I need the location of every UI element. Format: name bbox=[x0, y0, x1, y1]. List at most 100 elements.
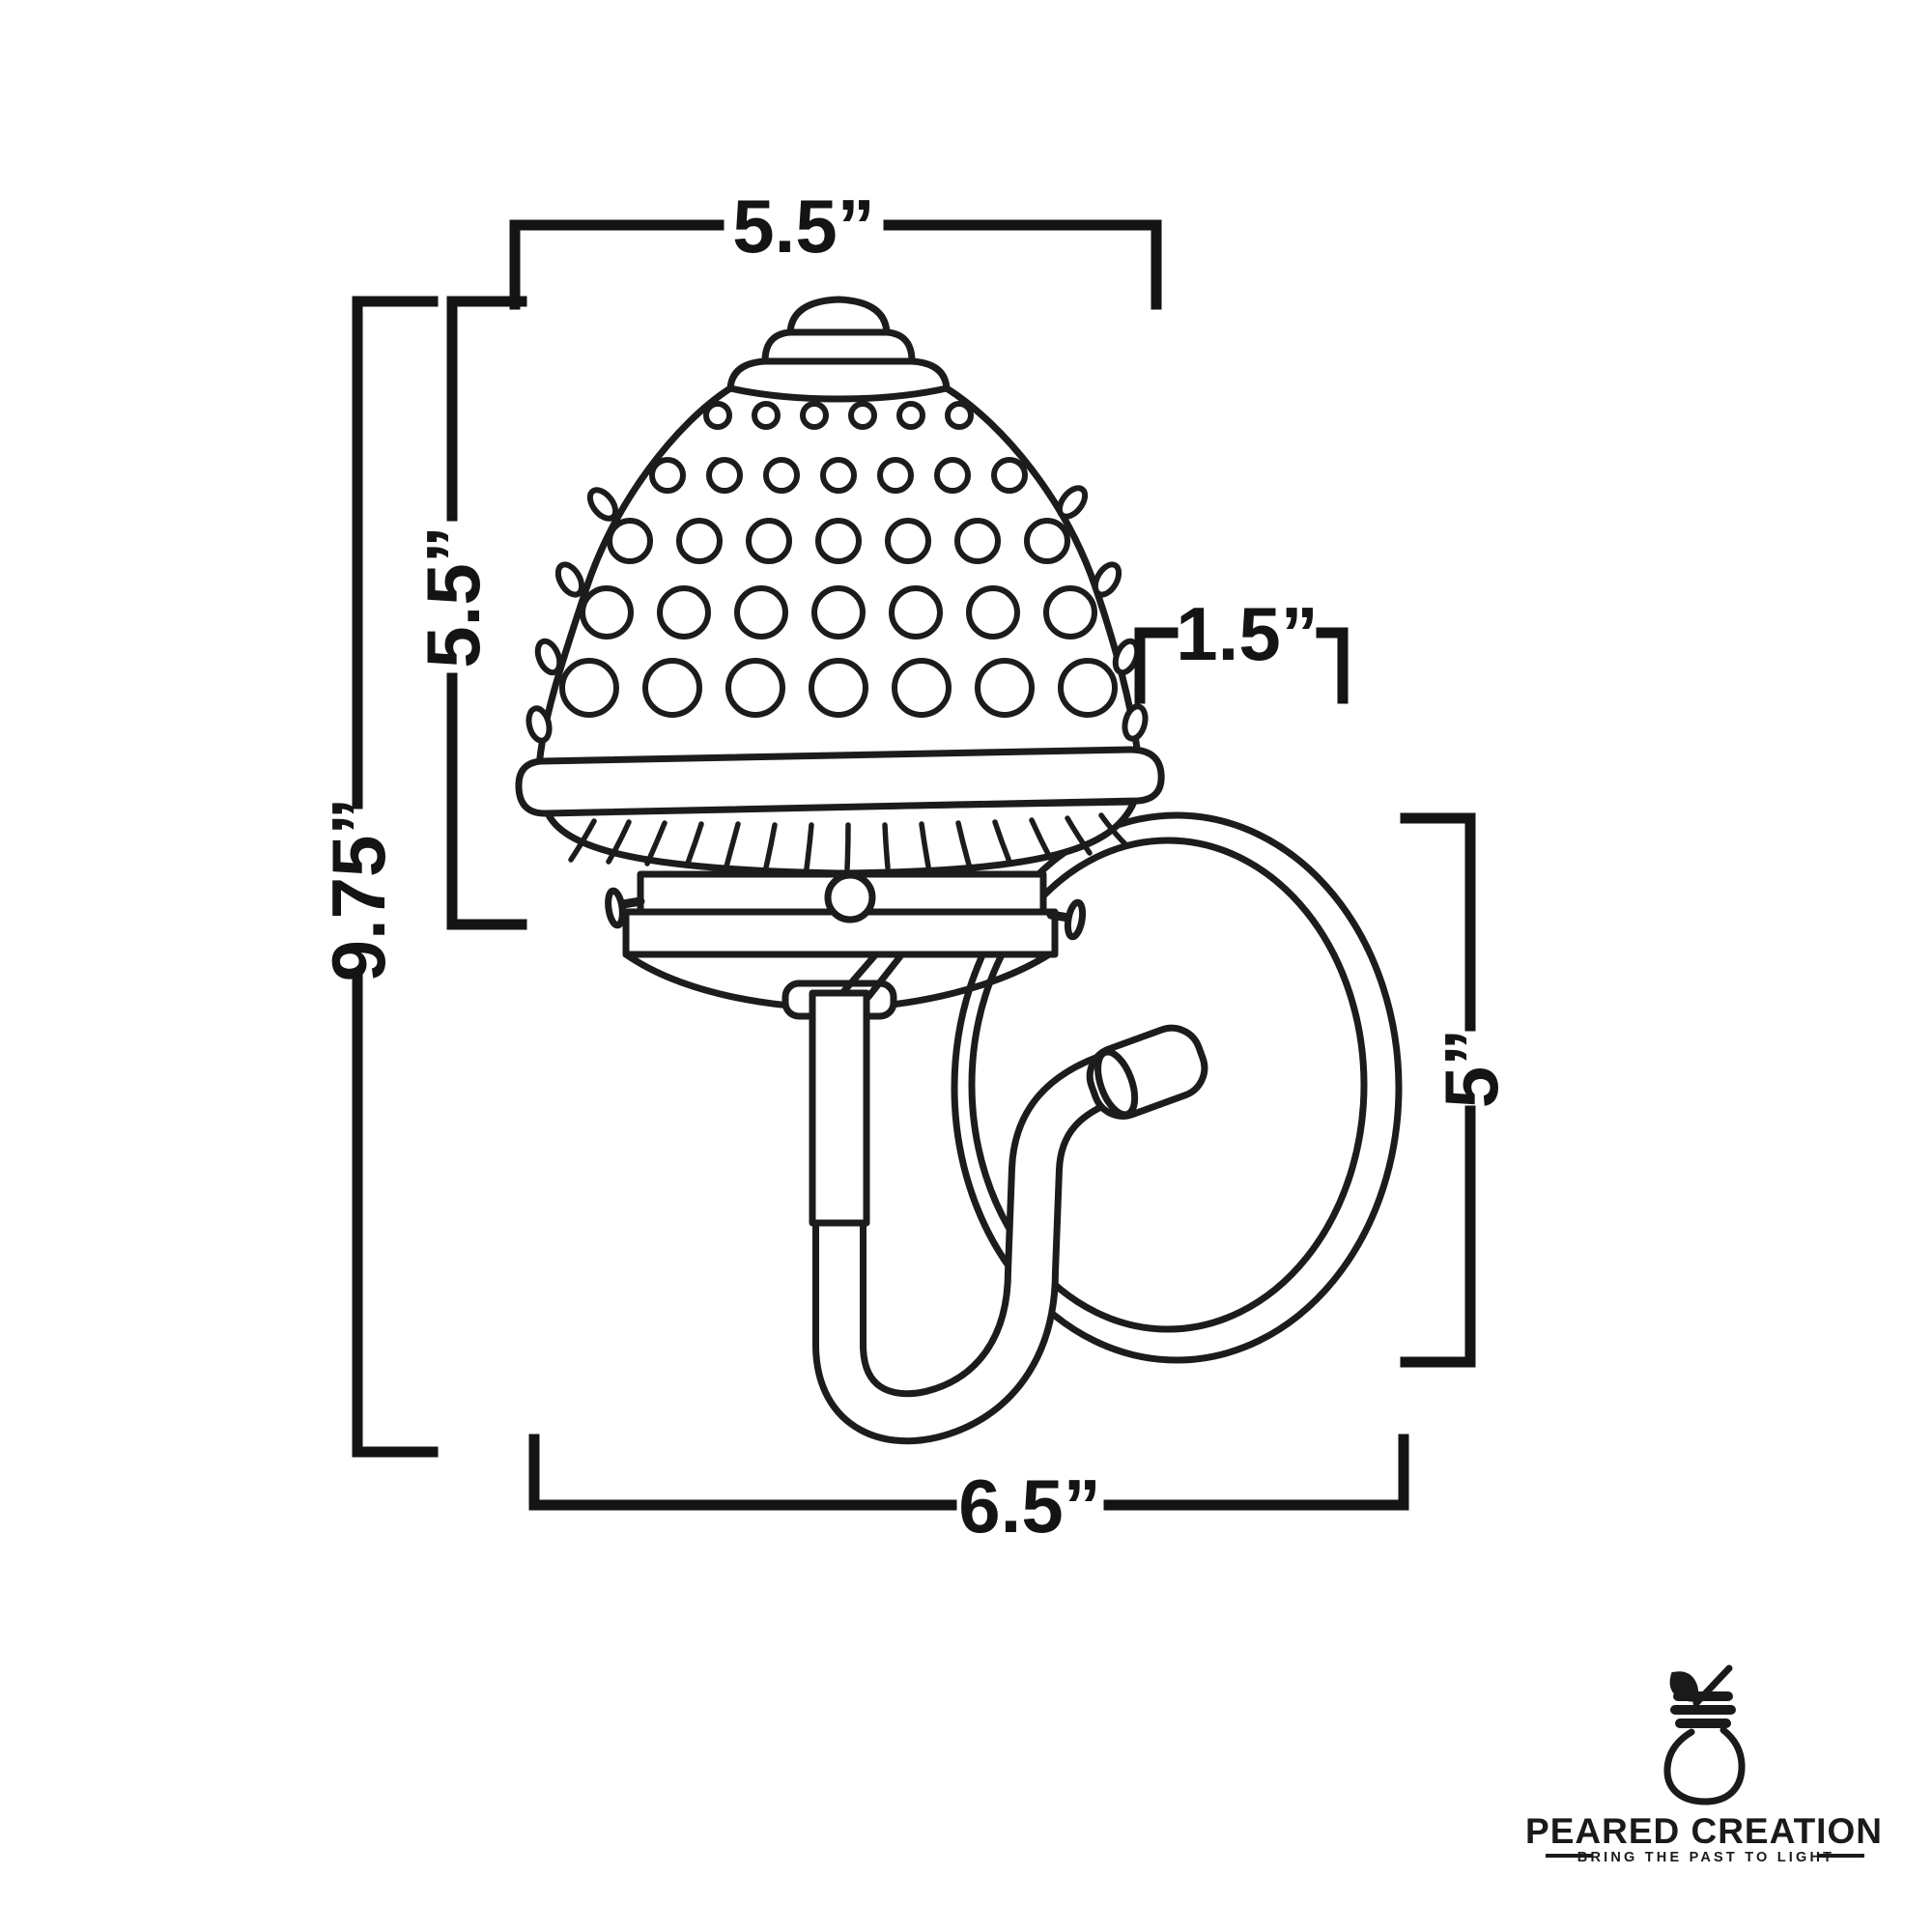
perforation-dot bbox=[607, 518, 653, 564]
fitter-collar bbox=[605, 870, 1087, 958]
dimension-top-width: 5.5” bbox=[509, 184, 1162, 310]
perforation-dot bbox=[811, 585, 866, 639]
shade-perforations bbox=[526, 401, 1149, 744]
perforation-dot bbox=[889, 585, 943, 639]
logo-name: PEARED CREATION bbox=[1525, 1811, 1883, 1851]
dimension-gap-label: 1.5” bbox=[1176, 591, 1318, 676]
stem-rod bbox=[809, 989, 870, 1227]
perforation-dot bbox=[877, 457, 914, 494]
cup-strut-line bbox=[838, 952, 878, 997]
shade bbox=[515, 296, 1165, 817]
skirt-ribs bbox=[568, 812, 1130, 871]
perforation-dot bbox=[896, 401, 925, 430]
bulb-thread-bars bbox=[1670, 1691, 1736, 1728]
socket-cup bbox=[622, 951, 1053, 1227]
perforation-dot bbox=[649, 457, 686, 494]
dimension-shade-height: 5.5” bbox=[411, 296, 527, 930]
skirt-rib bbox=[1065, 815, 1093, 856]
cup-strut-line bbox=[865, 952, 904, 1001]
perforation-dot bbox=[809, 658, 868, 718]
skirt-rib bbox=[919, 821, 931, 869]
fitter-ball-knob bbox=[824, 871, 876, 923]
dimension-gap-lines bbox=[1134, 627, 1349, 704]
perforation-dot bbox=[580, 585, 634, 639]
perforation-dot bbox=[703, 401, 732, 430]
perforation-dot bbox=[642, 658, 702, 718]
dimension-bottom-width: 6.5” bbox=[528, 1434, 1409, 1548]
arm-tube-core bbox=[819, 1054, 1127, 1438]
bulb-thread-bar bbox=[1675, 1719, 1731, 1728]
perforation-dot bbox=[559, 658, 619, 718]
wall-sconce-drawing bbox=[515, 296, 1403, 1445]
skirt-rib bbox=[1098, 812, 1130, 849]
dimension-bottom-width-lines bbox=[528, 1434, 1409, 1511]
skirt-rib bbox=[955, 820, 972, 867]
shade-finial bbox=[726, 296, 951, 403]
left-thumbscrew-icon bbox=[605, 887, 626, 929]
skirt-rib bbox=[606, 819, 632, 865]
perforation-dot bbox=[1024, 518, 1070, 564]
skirt-rib bbox=[724, 821, 741, 869]
brand-logo: PEARED CREATION BRING THE PAST TO LIGHT bbox=[1525, 1664, 1883, 1865]
perforation-dot bbox=[763, 457, 800, 494]
bulb-thread-bar bbox=[1673, 1691, 1733, 1701]
perforation-edge-dot bbox=[526, 705, 553, 744]
skirt-rib bbox=[844, 822, 851, 871]
perforation-dot bbox=[848, 401, 877, 430]
shade-skirt bbox=[543, 798, 1138, 877]
skirt-rib bbox=[644, 820, 668, 867]
perforation-dot bbox=[725, 658, 785, 718]
skirt-rib bbox=[992, 819, 1012, 865]
dimension-shade-height-lines bbox=[446, 296, 527, 930]
perforation-dot bbox=[815, 518, 862, 564]
perforation-dot bbox=[752, 401, 781, 430]
connector-collar bbox=[1094, 1048, 1139, 1119]
arm bbox=[812, 1024, 1208, 1445]
perforation-dot bbox=[934, 457, 971, 494]
dimension-backplate-label: 5” bbox=[1429, 1029, 1514, 1108]
left-thumbscrew-neck bbox=[618, 896, 645, 909]
bulb-thread-bar bbox=[1670, 1705, 1736, 1715]
perforation-dot bbox=[945, 401, 974, 430]
perforation-edge-dot bbox=[586, 487, 619, 522]
dimension-backplate: 5” bbox=[1400, 812, 1514, 1368]
finial-base-tier bbox=[726, 357, 951, 403]
perforation-edge-dot bbox=[1092, 561, 1122, 598]
perforation-edge-dot bbox=[1056, 485, 1089, 520]
perforation-edge-dot bbox=[554, 561, 585, 598]
skirt-rib bbox=[882, 822, 891, 870]
dimension-backplate-lines bbox=[1400, 812, 1476, 1368]
dimension-overall-height: 9.75” bbox=[316, 296, 439, 1458]
perforation-dot bbox=[734, 585, 788, 639]
skirt-rib bbox=[684, 821, 704, 868]
perforation-dot bbox=[746, 518, 792, 564]
finial-mid-tier bbox=[761, 328, 916, 365]
dimension-annotations: 5.5” 5.5” 9.75” 1.5” 5” 6.5” bbox=[316, 184, 1514, 1548]
perforation-dot bbox=[966, 585, 1020, 639]
perforation-dot bbox=[820, 457, 857, 494]
logo-tagline: BRING THE PAST TO LIGHT bbox=[1577, 1850, 1834, 1865]
perforation-edge-dot bbox=[534, 638, 563, 676]
dimension-top-width-lines bbox=[509, 219, 1162, 310]
perforation-dot bbox=[676, 518, 723, 564]
dimension-shade-height-label: 5.5” bbox=[411, 526, 496, 668]
dimension-overall-height-label: 9.75” bbox=[316, 798, 401, 982]
perforation-dot bbox=[657, 585, 711, 639]
dimension-bottom-width-label: 6.5” bbox=[958, 1463, 1100, 1548]
skirt-rib bbox=[568, 818, 597, 863]
perforation-dot bbox=[991, 457, 1028, 494]
perforation-dot bbox=[975, 658, 1035, 718]
perforation-dot bbox=[1058, 658, 1118, 718]
shade-bottom-band bbox=[515, 746, 1165, 817]
perforation-dot bbox=[706, 457, 743, 494]
arm-wall-connector bbox=[1086, 1024, 1208, 1120]
perforation-dot bbox=[800, 401, 829, 430]
perforation-dot bbox=[892, 658, 952, 718]
skirt-rib bbox=[1029, 817, 1053, 861]
skirt-rib bbox=[763, 822, 778, 870]
dimension-top-width-label: 5.5” bbox=[732, 184, 874, 269]
perforation-dot bbox=[954, 518, 1001, 564]
perforation-edge-dot bbox=[1122, 703, 1149, 742]
